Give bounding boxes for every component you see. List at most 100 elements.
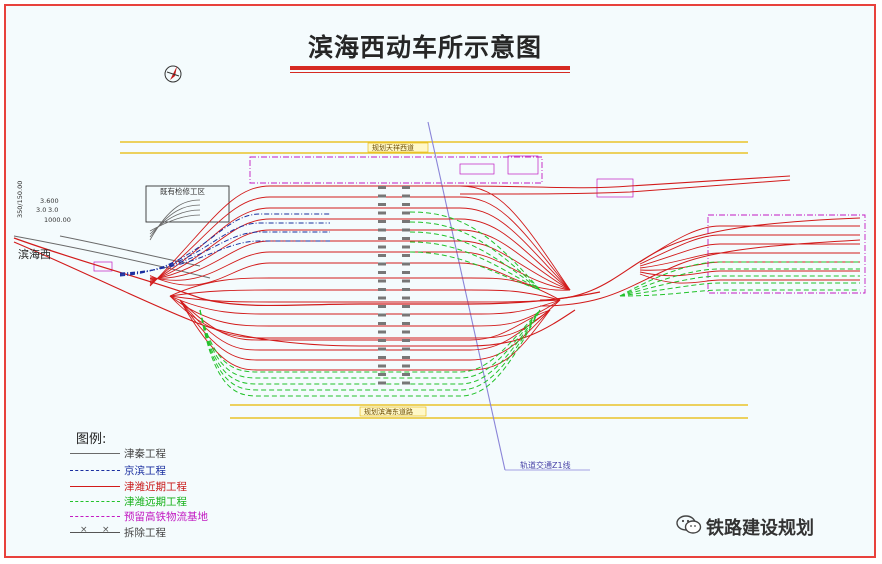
- track-number-mark: [378, 211, 386, 215]
- track-number-mark: [378, 262, 386, 266]
- future-track: [409, 211, 541, 291]
- track-number-mark: [402, 228, 410, 232]
- north-yard-track: [149, 218, 571, 291]
- rail-link-label: 轨道交通Z1线: [520, 460, 571, 470]
- legend-swatch: [70, 486, 120, 487]
- future-track: [199, 309, 541, 385]
- south-road-label: 规划滨海东道路: [364, 407, 413, 416]
- east-line: [539, 217, 861, 301]
- track-number-mark: [402, 364, 410, 368]
- track-number-mark: [378, 296, 386, 300]
- south-yard-track: [179, 299, 551, 351]
- north-road-label-box: [367, 142, 429, 153]
- east-yard-track: [639, 225, 860, 263]
- middle-yard-track: [169, 295, 561, 303]
- legend-label: 拆除工程: [124, 527, 166, 539]
- existing-yard-box: [145, 185, 230, 223]
- track-number-mark: [378, 245, 386, 249]
- track-number-mark: [378, 381, 386, 385]
- track-number-mark: [378, 364, 386, 368]
- jingbin-track: [119, 240, 330, 274]
- track-number-mark: [378, 356, 386, 359]
- track-number-mark: [402, 220, 410, 223]
- east-yard-track: [639, 270, 860, 277]
- existing-yard-label: 既有检修工区: [160, 186, 205, 196]
- northeast-branch: [459, 179, 791, 195]
- track-number-mark: [402, 211, 410, 215]
- track-number-mark: [378, 237, 386, 240]
- main-line: [13, 241, 576, 347]
- track-number-mark: [402, 271, 410, 274]
- east-future-track: [619, 289, 860, 297]
- logistics-box-b: [507, 155, 539, 175]
- north-arrow-icon: [164, 65, 182, 83]
- future-track: [199, 309, 541, 379]
- track-number-mark: [402, 356, 410, 359]
- east-yard-track: [639, 243, 860, 267]
- track-number-mark: [378, 330, 386, 334]
- east-future-track: [619, 268, 860, 297]
- track-number-mark: [378, 220, 386, 223]
- legend-swatch: ××: [70, 525, 120, 535]
- future-track: [199, 309, 541, 397]
- legend-swatch: [70, 516, 120, 517]
- jingbin-track: [119, 231, 330, 275]
- north-yard-track: [149, 262, 571, 291]
- track-number-mark: [402, 313, 410, 317]
- diagram-title: 滨海西动车所示意图: [307, 33, 542, 62]
- existing-yard-track: [149, 199, 201, 241]
- mileage-label-2: 3.0: [36, 206, 46, 214]
- north-yard-track: [149, 251, 571, 291]
- north-yard-track: [149, 196, 571, 291]
- main-line: [13, 237, 601, 307]
- track-number-mark: [402, 186, 410, 189]
- east-yard-track: [639, 252, 860, 269]
- east-yard-track: [639, 234, 860, 265]
- mileage-label-1: 3.600: [40, 197, 59, 205]
- track-number-mark: [378, 279, 386, 283]
- watermark-text: 铁路建设规划: [706, 518, 814, 539]
- legend-label: 预留高铁物流基地: [124, 511, 208, 523]
- future-track: [199, 309, 541, 391]
- logistics-box-c: [596, 178, 634, 198]
- track-number-mark: [378, 271, 386, 274]
- mileage-label-4: 1000.00: [44, 216, 71, 224]
- existing-yard-track: [149, 209, 201, 235]
- track-number-mark: [378, 305, 386, 308]
- track-number-mark: [402, 237, 410, 240]
- north-yard-track: [149, 229, 571, 291]
- legend-swatch: [70, 470, 120, 471]
- track-number-mark: [402, 347, 410, 351]
- track-number-mark: [378, 228, 386, 232]
- track-number-mark: [402, 373, 410, 376]
- legend-label: 京滨工程: [124, 465, 166, 477]
- middle-yard-track: [169, 289, 561, 301]
- track-number-mark: [378, 373, 386, 376]
- track-number-mark: [402, 254, 410, 257]
- future-track: [409, 221, 541, 291]
- track-number-mark: [402, 339, 410, 342]
- track-number-mark: [378, 347, 386, 351]
- east-future-track: [619, 275, 860, 297]
- logistics-box-a: [459, 163, 495, 175]
- south-road-label-box: [359, 406, 427, 417]
- south-yard-track: [179, 299, 551, 361]
- logistics-reserve-top: [249, 156, 543, 184]
- mileage-label-5: 350/150.00: [16, 181, 24, 218]
- east-yard-track: [639, 273, 860, 284]
- jingbin-track: [119, 213, 330, 277]
- north-road-label: 规划天祥西道: [372, 143, 414, 152]
- track-number-mark: [402, 245, 410, 249]
- track-number-mark: [402, 203, 410, 206]
- track-number-mark: [402, 296, 410, 300]
- track-number-mark: [402, 330, 410, 334]
- rail-link-line: [427, 121, 506, 471]
- jinqin-line: [13, 235, 211, 279]
- track-number-mark: [378, 186, 386, 189]
- legend-label: 津秦工程: [124, 448, 166, 460]
- track-number-mark: [378, 313, 386, 317]
- track-number-mark: [402, 322, 410, 325]
- track-number-mark: [402, 194, 410, 198]
- middle-yard-track: [169, 277, 561, 301]
